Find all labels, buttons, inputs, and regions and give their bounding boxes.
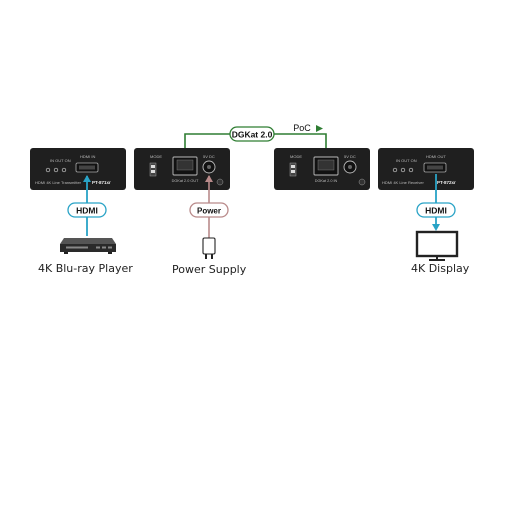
rx-led-icon: [392, 167, 398, 173]
screw-icon: [358, 178, 366, 186]
display-caption: 4K Display: [411, 262, 470, 275]
poc-arrow-icon: [316, 125, 323, 132]
dip-switch-icon: [289, 162, 297, 177]
hdmi-label-right: HDMI: [425, 206, 447, 216]
arrow-down-icon: [432, 224, 440, 231]
transmitter-front-panel: IN OUT ON HDMI IN HDMI 4K Line Transmitt…: [30, 148, 126, 190]
tx-led-icon: [45, 167, 51, 173]
power-supply-caption: Power Supply: [172, 263, 247, 276]
hdmi-badge-left: [67, 202, 107, 218]
rx-led-labels: IN OUT ON: [396, 158, 417, 163]
hdmi-cable-right: HDMI: [416, 174, 456, 231]
source-caption: 4K Blu-ray Player: [38, 262, 133, 275]
rx-switch-label: MODE: [290, 154, 302, 159]
bluray-player-icon: [60, 238, 116, 254]
tx-led-labels: IN OUT ON: [50, 158, 71, 163]
power-badge: [189, 202, 229, 218]
arrow-up-icon: [83, 175, 91, 182]
tx-led-icon: [61, 167, 67, 173]
receiver-front-panel: IN OUT ON HDMI OUT HDMI 4K Line Receiver…: [378, 148, 474, 190]
hdmi-label-left: HDMI: [76, 206, 98, 216]
hdmi-badge-right: [416, 202, 456, 218]
power-label: Power: [197, 207, 221, 216]
rx-power-label: 5V DC: [344, 154, 356, 159]
screw-icon: [216, 178, 224, 186]
arrow-up-icon: [205, 175, 213, 182]
dgkat-label: DGKat 2.0: [232, 130, 273, 140]
rx-led-icon: [400, 167, 406, 173]
dgkat-badge: [229, 126, 275, 142]
display-icon: [415, 230, 459, 261]
hdmi-cable-left: HDMI: [67, 175, 107, 236]
tx-port-label: HDMI IN: [80, 154, 95, 159]
dgkat-link: DGKat 2.0 PoC: [181, 123, 330, 157]
rx-port-label: HDMI OUT: [426, 154, 446, 159]
tx-model-text: HDMI 4K Line Transmitter: [35, 180, 82, 185]
tx-model-badge: PT-871xr: [92, 180, 111, 185]
receiver-rear-panel: MODE DGKat 2.0 IN 5V DC: [274, 148, 370, 190]
tx-switch-label: MODE: [150, 154, 162, 159]
power-adapter-icon: [202, 237, 216, 259]
tx-rj45-label: DGKat 2.0 OUT: [172, 179, 199, 183]
rx-model-badge: PT-872xr: [437, 180, 456, 185]
poc-label: PoC: [293, 123, 311, 133]
transmitter-rear-panel: MODE DGKat 2.0 OUT 5V DC: [134, 148, 230, 190]
dip-switch-icon: [149, 162, 157, 177]
power-cable: Power: [189, 175, 229, 240]
rx-rj45-label: DGKat 2.0 IN: [315, 179, 338, 183]
rx-model-text: HDMI 4K Line Receiver: [382, 180, 424, 185]
rx-led-icon: [408, 167, 414, 173]
tx-led-icon: [53, 167, 59, 173]
tx-power-label: 5V DC: [203, 154, 215, 159]
